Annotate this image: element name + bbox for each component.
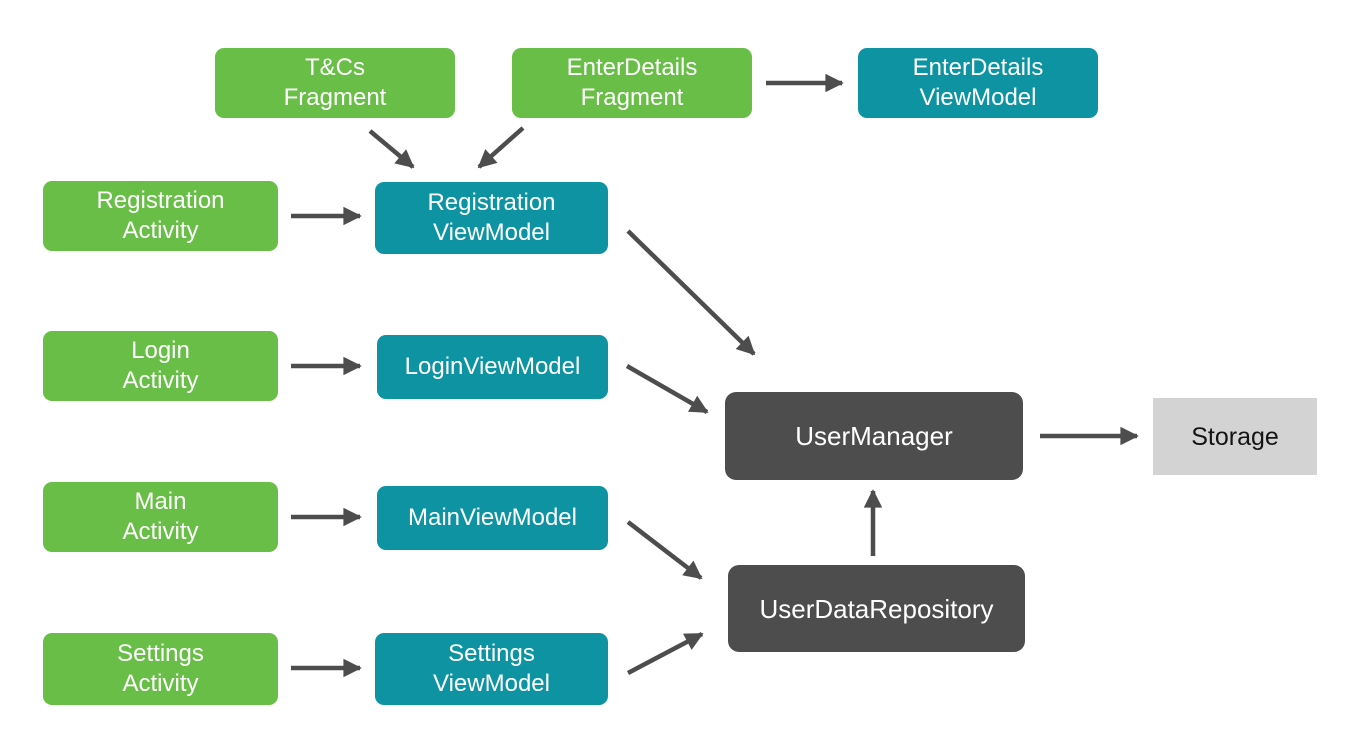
node-label-login-activity: Login Activity: [122, 337, 199, 394]
arrow-main-viewmodel-to-user-data-repository: [626, 520, 703, 580]
node-label-user-manager: UserManager: [795, 421, 953, 451]
arrow-enterdetails-fragment-to-registration-viewmodel: [477, 126, 525, 169]
node-label-settings-viewmodel: Settings ViewModel: [433, 640, 550, 697]
arrow-settings-viewmodel-to-user-data-repository: [626, 632, 704, 675]
arrow-registration-viewmodel-to-user-manager: [626, 229, 756, 356]
node-registration-viewmodel: Registration ViewModel: [375, 182, 608, 254]
node-tcs-fragment: T&Cs Fragment: [215, 48, 455, 118]
node-user-data-repository: UserDataRepository: [728, 565, 1025, 652]
node-label-main-viewmodel: MainViewModel: [408, 504, 577, 531]
node-user-manager: UserManager: [725, 392, 1023, 480]
node-main-viewmodel: MainViewModel: [377, 486, 608, 550]
node-label-settings-activity: Settings Activity: [117, 640, 204, 697]
node-storage: Storage: [1153, 398, 1317, 475]
node-label-registration-viewmodel: Registration ViewModel: [427, 189, 556, 246]
node-enterdetails-fragment: EnterDetails Fragment: [512, 48, 752, 118]
node-registration-activity: Registration Activity: [43, 181, 278, 251]
node-enterdetails-viewmodel: EnterDetails ViewModel: [858, 48, 1098, 118]
node-label-user-data-repository: UserDataRepository: [759, 593, 994, 624]
arrow-tcs-fragment-to-registration-viewmodel: [368, 129, 415, 169]
node-label-registration-activity: Registration Activity: [96, 187, 225, 244]
node-settings-activity: Settings Activity: [43, 633, 278, 705]
node-login-activity: Login Activity: [43, 331, 278, 401]
node-main-activity: Main Activity: [43, 482, 278, 552]
node-label-main-activity: Main Activity: [122, 488, 199, 545]
node-label-enterdetails-fragment: EnterDetails Fragment: [566, 54, 698, 111]
node-label-enterdetails-viewmodel: EnterDetails ViewModel: [912, 54, 1044, 111]
arrow-login-viewmodel-to-user-manager: [625, 364, 709, 414]
node-label-login-viewmodel: LoginViewModel: [404, 353, 581, 380]
node-settings-viewmodel: Settings ViewModel: [375, 633, 608, 705]
node-label-tcs-fragment: T&Cs Fragment: [283, 54, 387, 111]
node-login-viewmodel: LoginViewModel: [377, 335, 608, 399]
node-label-storage: Storage: [1191, 422, 1279, 451]
